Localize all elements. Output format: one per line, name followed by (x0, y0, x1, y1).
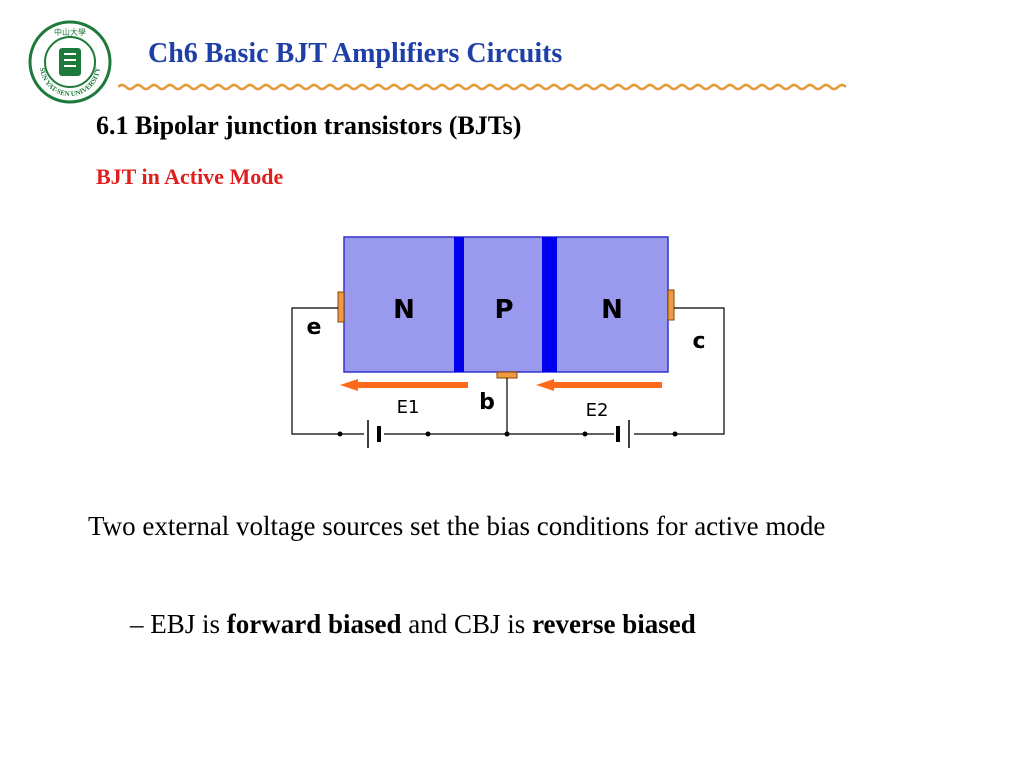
collector-terminal-label: c (692, 329, 705, 354)
region-label-emitter: N (393, 295, 415, 325)
emitter-base-junction (454, 237, 464, 372)
subheading: BJT in Active Mode (96, 164, 284, 189)
region-label-base: P (494, 295, 513, 325)
emitter-terminal-label: e (307, 315, 322, 340)
bullet-prefix: – EBJ is (130, 609, 227, 639)
source-e1-label: E1 (397, 397, 420, 418)
bullet-item: – EBJ is forward biased and CBJ is rever… (130, 609, 696, 640)
collector-base-junction (542, 237, 557, 372)
bjt-diagram: N P N e c b E1 E2 (291, 236, 725, 448)
e2-arrow (536, 379, 662, 391)
slide-title: Ch6 Basic BJT Amplifiers Circuits (148, 38, 563, 69)
emitter-contact (337, 291, 345, 323)
collector-contact (667, 289, 675, 321)
title-divider (118, 83, 846, 91)
source-e2-label: E2 (586, 400, 609, 421)
region-label-collector: N (601, 295, 623, 325)
bullet-middle: and CBJ is (401, 609, 533, 639)
reverse-biased-text: reverse biased (532, 609, 696, 639)
section-heading: 6.1 Bipolar junction transistors (BJTs) (96, 111, 522, 140)
base-contact (496, 371, 518, 379)
semiconductor-body (343, 236, 669, 373)
forward-biased-text: forward biased (226, 609, 402, 639)
base-terminal-label: b (479, 390, 495, 415)
university-logo: SUN YAT-SEN UNIVERSITY 中山大學 (28, 20, 112, 104)
body-paragraph: Two external voltage sources set the bia… (88, 511, 826, 541)
logo-characters: 中山大學 (54, 27, 86, 37)
e1-arrow (340, 379, 468, 391)
